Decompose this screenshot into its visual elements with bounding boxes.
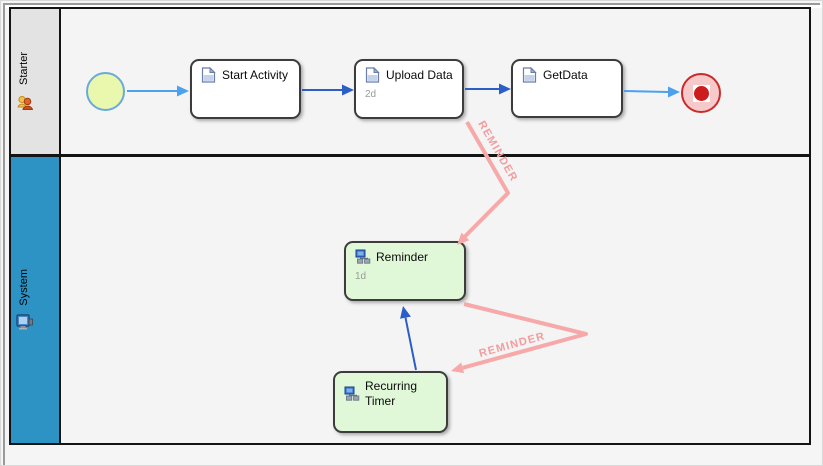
computer-icon <box>16 313 34 331</box>
window-frame-top <box>3 3 820 5</box>
lane-system: System <box>11 157 809 443</box>
process-pool: Starter System <box>9 7 811 445</box>
task-reminder[interactable]: Reminder 1d <box>344 241 466 301</box>
task-duration-badge: 2d <box>365 89 377 100</box>
lane-starter-header[interactable]: Starter <box>11 9 61 154</box>
task-label: Start Activity <box>222 67 289 82</box>
document-icon <box>522 66 538 83</box>
task-recurring-timer[interactable]: Recurring Timer <box>333 371 448 433</box>
end-event-dot <box>693 85 709 101</box>
task-label: Reminder <box>376 249 429 264</box>
canvas-margin <box>5 5 822 8</box>
task-label: Upload Data <box>386 67 453 82</box>
lane-system-header[interactable]: System <box>11 157 61 443</box>
task-label: Recurring Timer <box>365 379 418 408</box>
lane-system-label: System <box>18 269 30 306</box>
end-event-inner-square <box>692 84 710 102</box>
document-icon <box>365 66 381 83</box>
document-icon <box>201 66 217 83</box>
end-event[interactable] <box>681 73 721 113</box>
start-event[interactable] <box>86 72 125 111</box>
lane-starter: Starter <box>11 9 809 157</box>
task-duration-badge: 1d <box>355 271 367 282</box>
process-icon <box>344 386 360 402</box>
process-icon <box>355 249 371 265</box>
window-frame-left <box>3 3 5 465</box>
task-getdata[interactable]: GetData <box>511 59 623 118</box>
people-icon <box>16 93 34 111</box>
task-start-activity[interactable]: Start Activity <box>190 59 301 119</box>
task-upload-data[interactable]: Upload Data 2d <box>354 59 464 119</box>
lane-starter-label: Starter <box>18 52 30 86</box>
task-label: GetData <box>543 67 588 82</box>
